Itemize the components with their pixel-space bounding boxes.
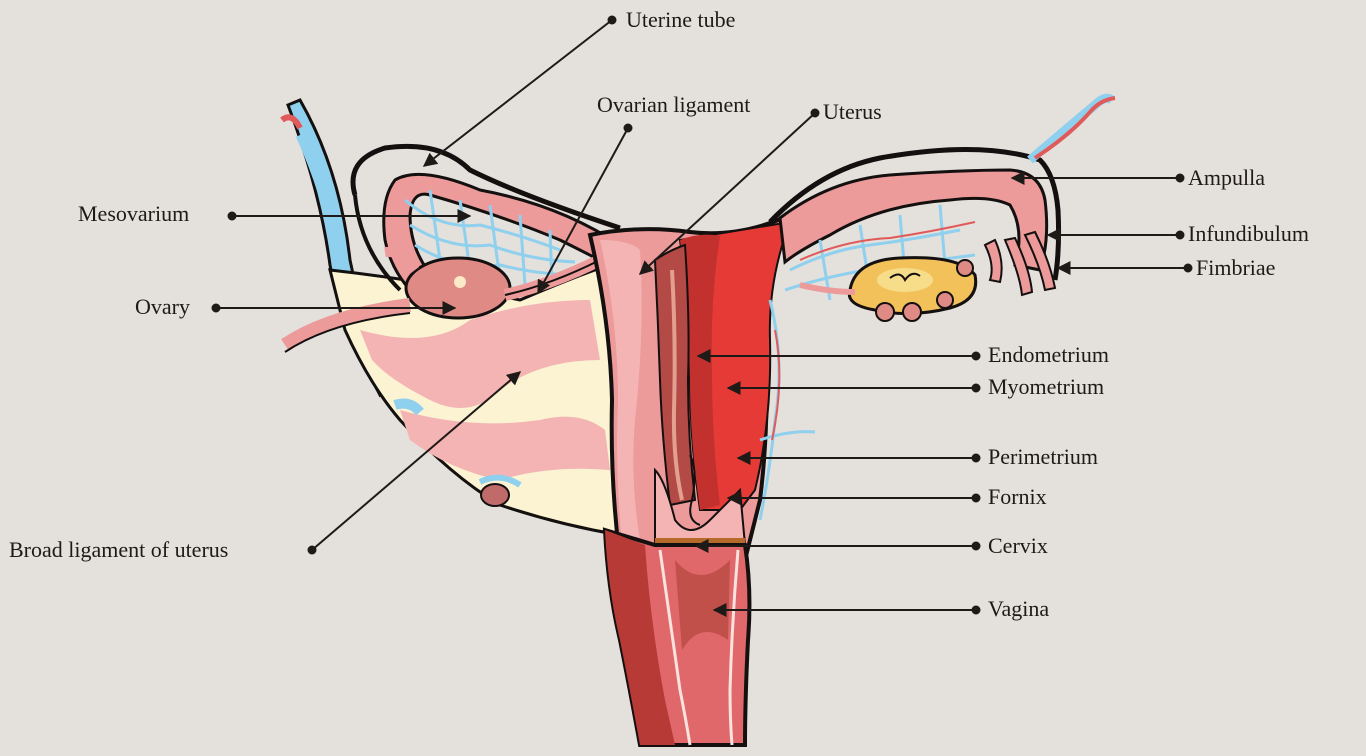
label-fimbriae: Fimbriae	[1196, 257, 1275, 279]
left-ovary-follicle	[454, 276, 466, 288]
right-vessel-red	[1035, 98, 1115, 158]
label-ovarian-ligament: Ovarian ligament	[597, 94, 750, 116]
label-cervix: Cervix	[988, 535, 1048, 557]
label-uterine-tube: Uterine tube	[626, 9, 735, 31]
right-uterine-tube	[780, 170, 1047, 270]
label-mesovarium: Mesovarium	[78, 203, 189, 225]
left-vessel-tip	[282, 117, 300, 128]
label-infundibulum: Infundibulum	[1188, 223, 1309, 245]
label-broad-ligament: Broad ligament of uterus	[9, 539, 228, 561]
label-ampulla: Ampulla	[1188, 167, 1265, 189]
label-ovary: Ovary	[135, 296, 190, 318]
label-vagina: Vagina	[988, 598, 1049, 620]
label-perimetrium: Perimetrium	[988, 446, 1098, 468]
leader-uterine-tube	[424, 20, 612, 166]
label-endometrium: Endometrium	[988, 344, 1109, 366]
label-myometrium: Myometrium	[988, 376, 1104, 398]
label-fornix: Fornix	[988, 486, 1047, 508]
left-lower-node	[481, 484, 509, 506]
label-uterus: Uterus	[823, 101, 882, 123]
